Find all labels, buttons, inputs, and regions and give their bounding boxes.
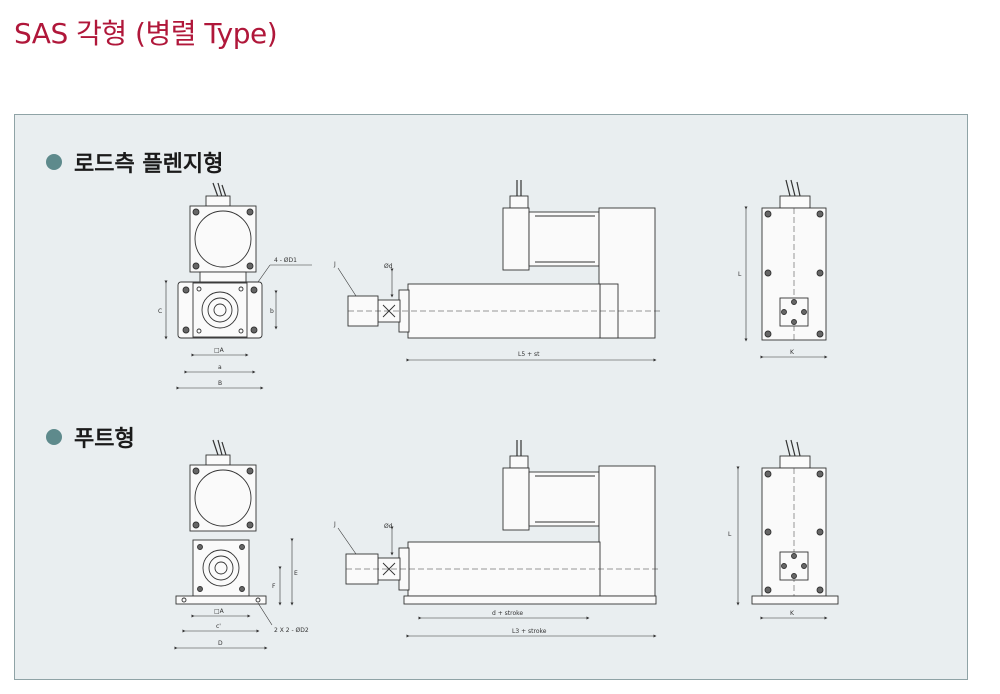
bullet-icon: [46, 429, 62, 445]
label-flange-od: Ød: [384, 263, 393, 270]
label-foot-k: K: [790, 610, 795, 617]
label-foot-l3: L3 + stroke: [512, 628, 547, 635]
section-flange: 로드측 플렌지형: [46, 146, 223, 178]
flange-front-view: [164, 182, 312, 390]
flange-side-view: [337, 180, 660, 362]
label-foot-d-stroke: d + stroke: [492, 610, 523, 617]
label-foot-d-cap: D: [218, 640, 223, 647]
label-foot-l: L: [728, 531, 732, 538]
label-foot-e: E: [294, 570, 298, 577]
label-flange-b-cap: B: [218, 380, 222, 387]
label-flange-l5: L5 + st: [518, 351, 540, 358]
label-flange-b: b: [270, 308, 274, 315]
section-foot-title: 푸트형: [74, 427, 135, 452]
label-flange-j: J: [333, 261, 336, 268]
label-flange-a: a: [218, 364, 222, 371]
foot-back-view: [736, 439, 839, 620]
page-title: SAS 각형 (병렬 Type): [14, 17, 278, 50]
flange-back-view: [744, 179, 828, 359]
label-foot-od: Ød: [384, 523, 393, 530]
label-flange-a-sq: □A: [214, 347, 225, 354]
label-flange-k: K: [790, 349, 795, 356]
label-foot-c: c': [216, 623, 221, 630]
section-foot: 푸트형: [46, 421, 135, 453]
label-foot-a-sq: □A: [214, 608, 225, 615]
bullet-icon: [46, 154, 62, 170]
label-foot-d2: 2 X 2 - ØD2: [274, 627, 309, 634]
foot-front-view: [174, 439, 294, 650]
label-flange-l: L: [738, 271, 742, 278]
label-foot-j: J: [333, 521, 336, 528]
section-flange-title: 로드측 플렌지형: [74, 152, 224, 177]
foot-side-view: [337, 440, 660, 638]
label-flange-c: C: [158, 308, 162, 315]
label-flange-d1: 4 - ØD1: [274, 257, 297, 264]
label-foot-f: F: [272, 583, 276, 590]
